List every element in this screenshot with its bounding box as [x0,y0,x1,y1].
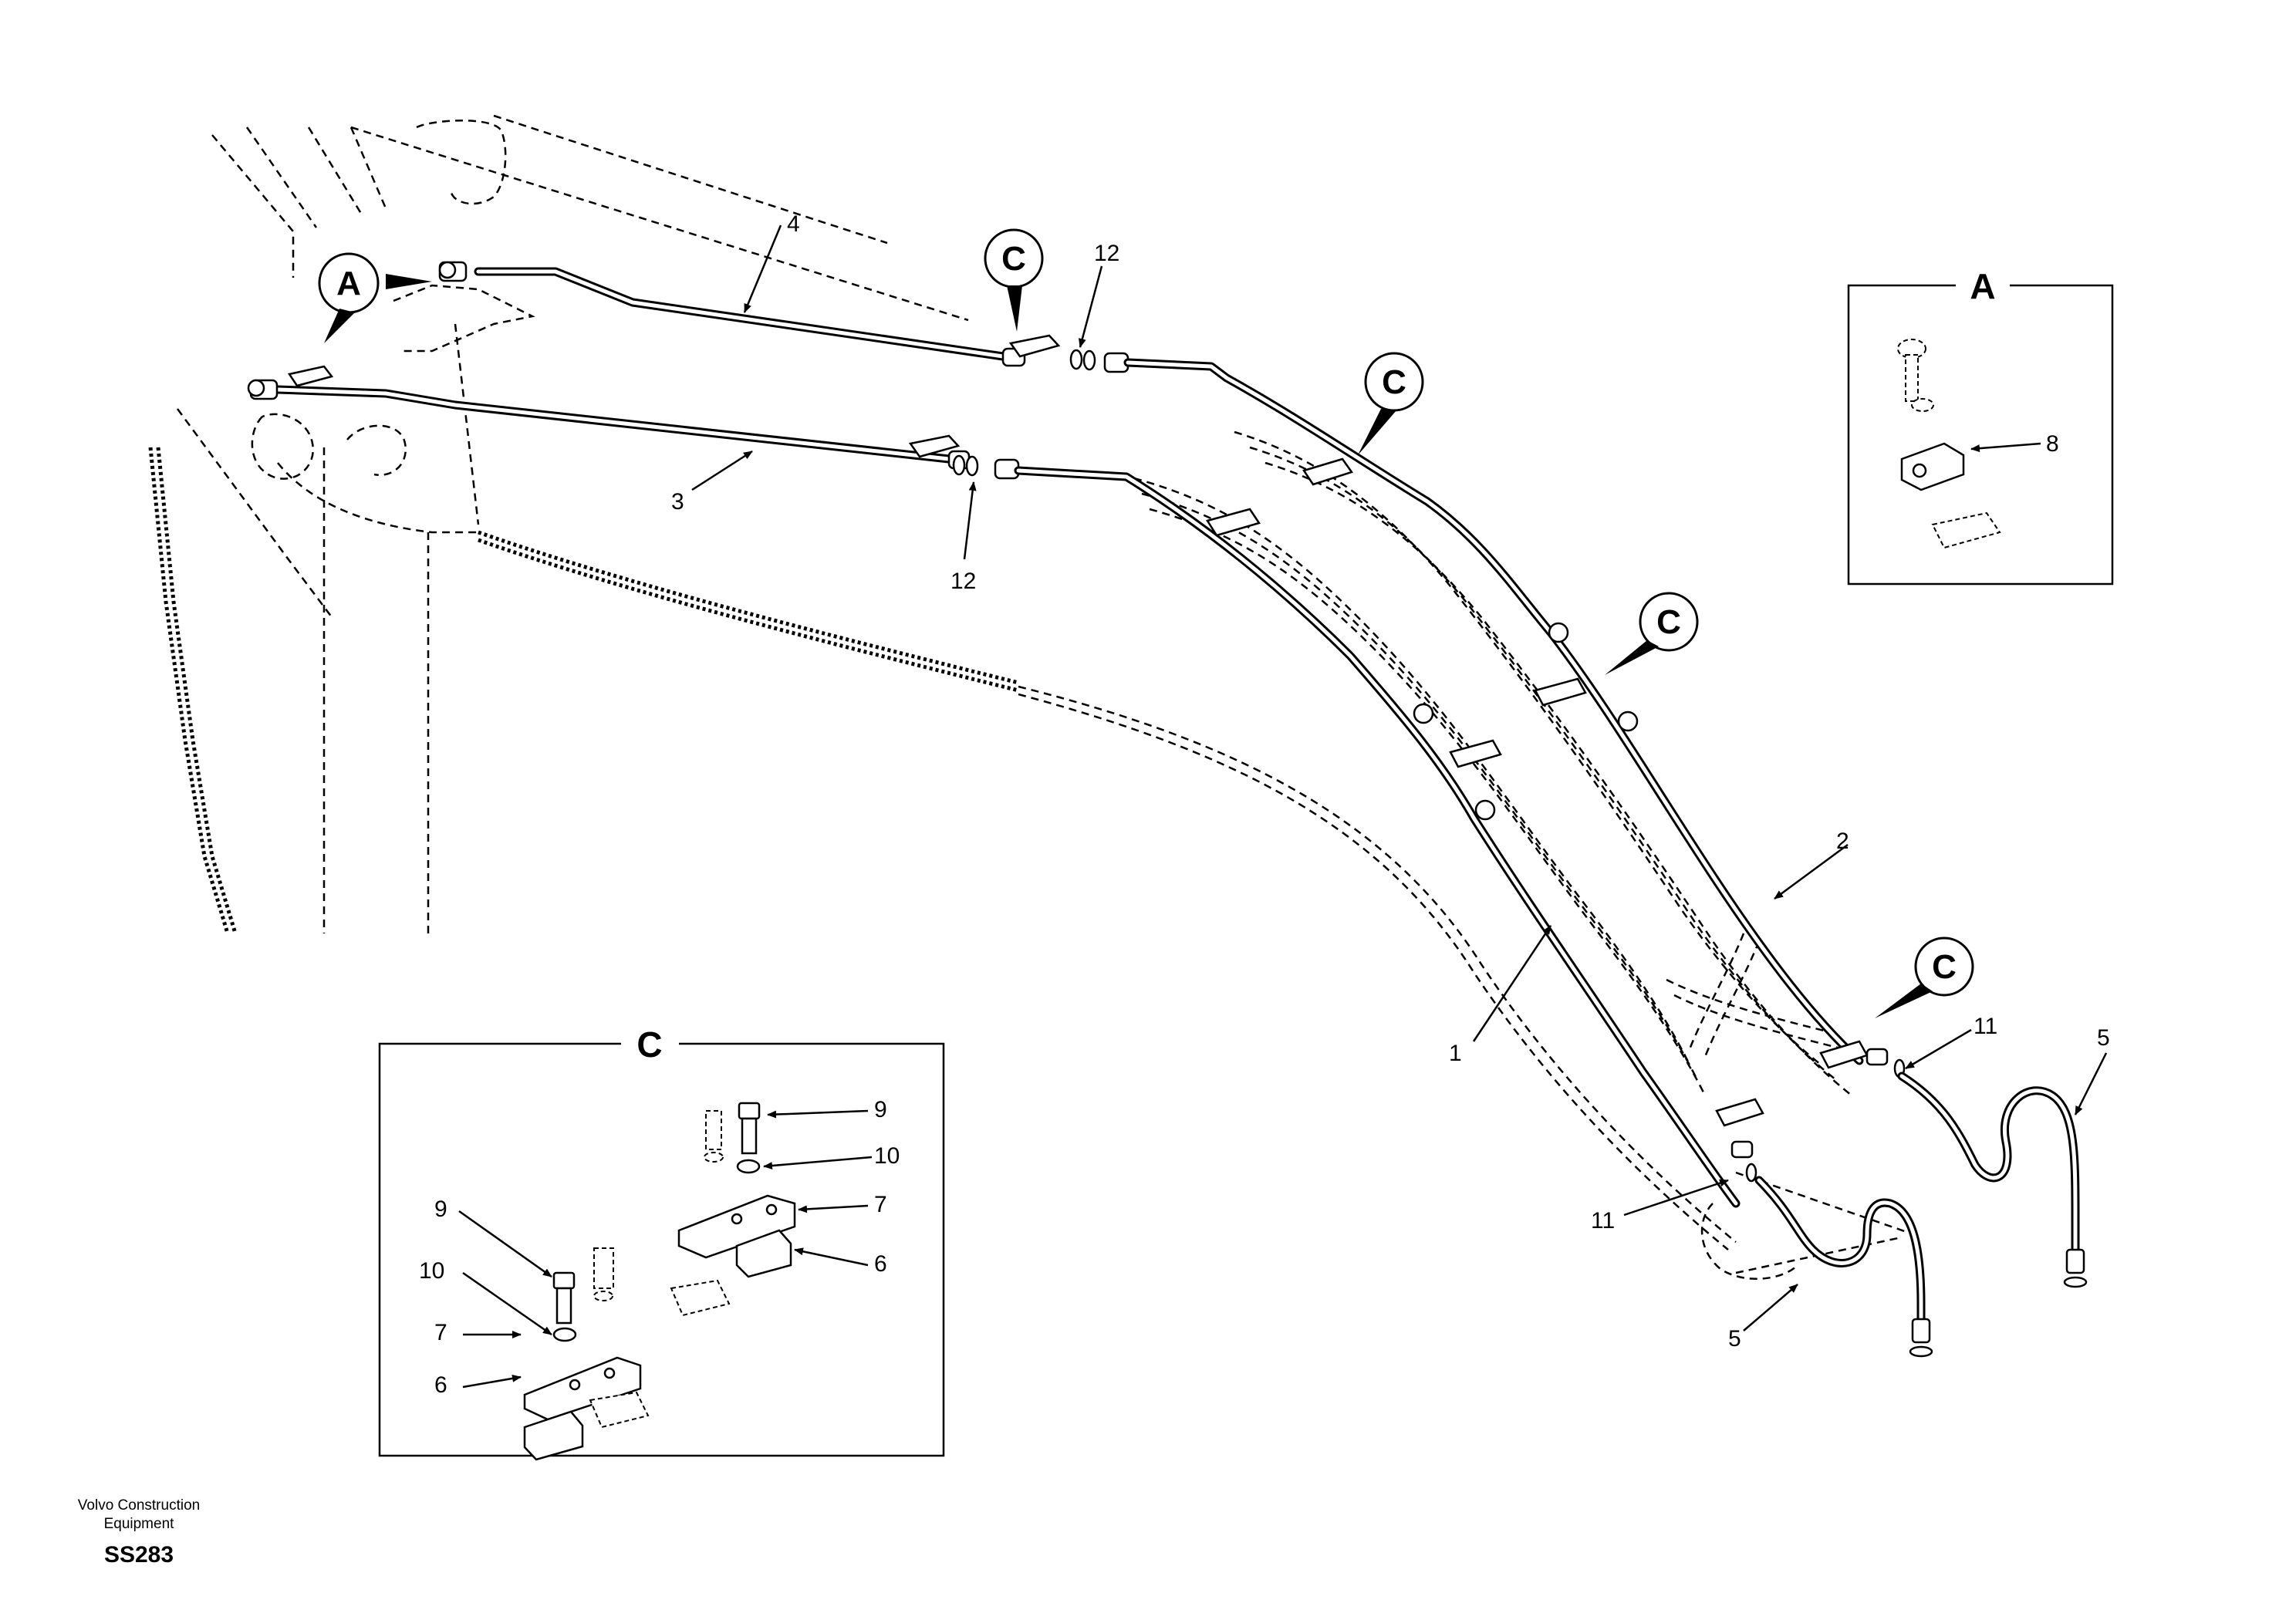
callout-12-top: 12 [1094,241,1119,266]
view-badge-c-right-label: C [1932,948,1957,986]
callout-2: 2 [1836,829,1849,854]
callout-12-bottom: 12 [950,569,976,594]
o-rings-12 [952,349,1096,477]
pipe-3 [247,379,971,470]
inset-c: C [378,1024,945,1461]
view-badge-a-label: A [336,265,361,302]
view-badge-a [318,252,432,343]
callout-4: 4 [787,211,800,237]
pipe-4-continuation [1103,352,1864,1065]
view-badge-c-right [1875,937,1974,1018]
callout-11-left: 11 [1591,1208,1615,1234]
inset-c-callout-7-right: 7 [874,1192,887,1217]
inset-a-title: A [1970,266,1995,306]
inset-c-callout-6-left: 6 [434,1372,447,1398]
footer-drawing-code: SS283 [104,1542,174,1568]
boom-hose-bundle [1133,430,1852,1096]
inset-c-callout-9-right: 9 [874,1097,887,1122]
view-badge-c-top-label: C [1001,240,1026,278]
inset-c-callout-7-left: 7 [434,1320,447,1345]
callout-5-left: 5 [1728,1326,1741,1352]
callout-1: 1 [1449,1041,1462,1066]
hose-5 [1754,1072,2088,1358]
inset-c-title: C [636,1024,662,1065]
pipe-3-continuation [994,458,1741,1208]
inset-c-callout-10-right: 10 [874,1143,900,1169]
inset-c-callout-10-left: 10 [419,1258,444,1284]
callout-3: 3 [671,489,684,515]
inset-a-callout-8: 8 [2046,431,2059,457]
view-badge-c-top [984,228,1044,332]
boom-outline [148,114,1914,1280]
leader-lines [691,224,2108,1331]
view-badge-c-mid1-label: C [1382,363,1406,401]
view-badge-c-mid2-label: C [1656,603,1681,641]
view-badge-c-mid1 [1358,352,1424,455]
footer-brand-line2: Equipment [104,1516,175,1532]
callout-11-right: 11 [1974,1014,1997,1039]
inset-c-callout-6-right: 6 [874,1251,887,1277]
inset-a: A 8 [1847,266,2114,586]
callout-5-right: 5 [2097,1025,2110,1051]
inset-c-callout-9-left: 9 [434,1196,447,1222]
pipe-4 [438,261,1026,367]
footer-brand-line1: Volvo Construction [78,1497,200,1514]
fittings-11 [1730,1048,1906,1183]
view-badge-c-mid2 [1605,592,1699,675]
clamps [287,334,1869,1127]
